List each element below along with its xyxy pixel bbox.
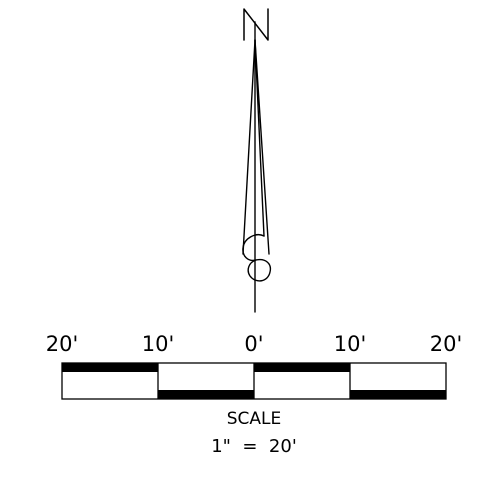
scale-bar-segment-filled [350,390,446,399]
scale-bar-segment-filled [254,363,350,372]
north-arrow-tail-upper-curl [242,234,265,262]
scale-ratio: 1" = 20' [211,436,297,457]
scale-tick-label: 20' [430,332,463,356]
scale-tick-labels: 20' 10' 0' 10' 20' [46,332,463,356]
scale-tick-label: 10' [142,332,175,356]
scale-caption: SCALE [227,409,282,429]
north-arrow-tail-lower-curl [247,258,272,282]
scale-tick-label: 10' [334,332,367,356]
scale-bar-segment-filled [158,390,254,399]
north-letter-n [243,8,269,41]
scale-bar-segment-filled [62,363,158,372]
north-arrow [242,8,272,313]
north-arrow-left-edge [242,39,256,255]
north-arrow-inner-line [254,39,265,237]
scale-tick-label: 20' [46,332,79,356]
scale-tick-label: 0' [244,332,263,356]
scale-bar [61,362,447,400]
